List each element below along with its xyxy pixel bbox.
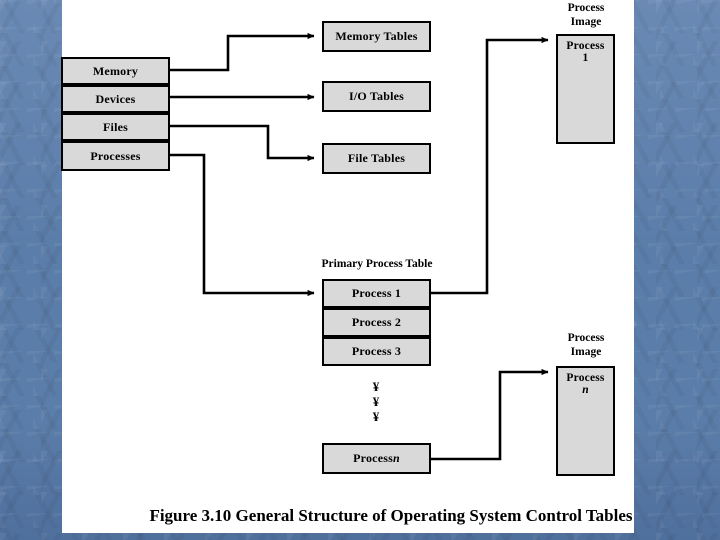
figure-caption: Figure 3.10 General Structure of Operati… (149, 506, 633, 525)
process-image-n-line2: n (582, 384, 589, 397)
wire-memory-to-memory-tables (170, 32, 315, 72)
process-image-1-line2: 1 (582, 52, 589, 65)
process-image-n-box[interactable]: Process n (556, 366, 615, 476)
process-image-1-line1: Process (566, 40, 605, 52)
process-image-1-title: Process Image (567, 2, 605, 28)
ellipsis-glyph-2: ¥ (372, 394, 380, 409)
resource-row-processes[interactable]: Processes (61, 141, 170, 171)
process-image-n-line1: Process (566, 372, 605, 384)
primary-process-row-n[interactable]: Process n (322, 443, 431, 474)
resource-row-devices[interactable]: Devices (61, 85, 170, 113)
vertical-ellipsis: ¥ ¥ ¥ (346, 379, 406, 424)
process-image-1-box[interactable]: Process 1 (556, 34, 615, 144)
primary-process-table-title: Primary Process Table (321, 258, 433, 270)
process-n-prefix: Process (353, 451, 393, 466)
process-n-suffix: n (392, 451, 400, 466)
resource-row-memory[interactable]: Memory (61, 57, 170, 85)
memory-tables-box[interactable]: Memory Tables (322, 21, 431, 52)
wire-files-to-file-tables (170, 124, 315, 162)
primary-process-row-3[interactable]: Process 3 (322, 337, 431, 366)
io-tables-box[interactable]: I/O Tables (322, 81, 431, 112)
ellipsis-glyph-3: ¥ (372, 409, 380, 424)
primary-process-row-2[interactable]: Process 2 (322, 308, 431, 337)
wire-processes-to-primary-process-table (170, 153, 315, 297)
file-tables-box[interactable]: File Tables (322, 143, 431, 174)
wire-process1-to-process-image-1 (431, 36, 549, 295)
ellipsis-glyph-1: ¥ (372, 379, 380, 394)
primary-process-row-1[interactable]: Process 1 (322, 279, 431, 308)
wire-processn-to-process-image-n (431, 368, 549, 461)
process-image-n-title: Process Image (567, 332, 605, 358)
resource-row-files[interactable]: Files (61, 113, 170, 141)
